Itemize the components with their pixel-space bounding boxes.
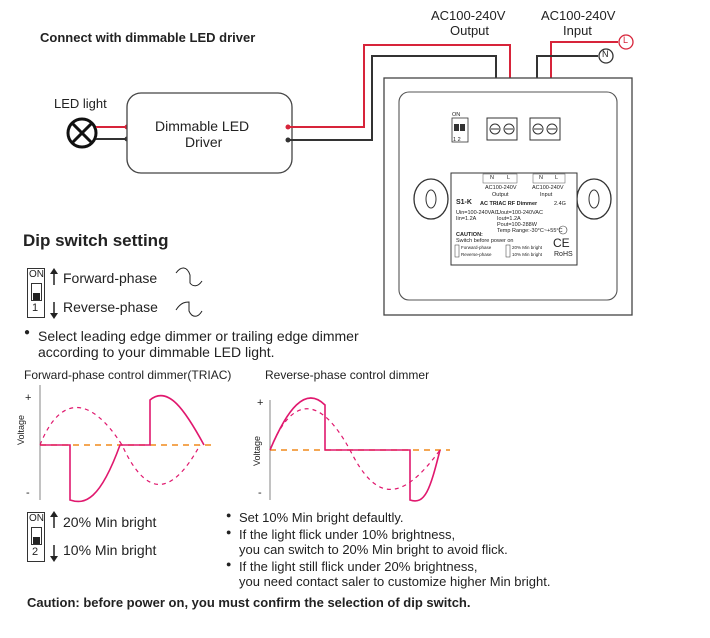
note-line-1: Select leading edge dimmer or trailing e… (38, 328, 359, 344)
right-chart-ylabel: Voltage (252, 435, 262, 466)
left-wave-solid (40, 394, 205, 503)
reverse-phase-label: Reverse-phase (63, 299, 158, 315)
led-light-icon (66, 117, 98, 149)
arrow-icons (50, 268, 58, 562)
left-chart-title: Forward-phase control dimmer(TRIAC) (24, 368, 232, 382)
page-title: Connect with dimmable LED driver (40, 30, 256, 45)
right-chart-plus: + (257, 397, 264, 409)
forward-phase-label: Forward-phase (63, 270, 158, 286)
device-dip-nums: 1 2 (453, 137, 461, 143)
dip-switch-1-num: 1 (32, 302, 39, 314)
right-sine-dashed (269, 408, 441, 490)
device-row2b: 10% Min bright (512, 252, 543, 257)
dip-section-title: Dip switch setting (23, 231, 169, 250)
device-model: S1-K (456, 199, 472, 206)
dip-switch-1-icon: ON 1 (27, 268, 45, 318)
note-bullet-icon: ● (24, 327, 31, 338)
footer-caution: Caution: before power on, you must confi… (27, 595, 471, 610)
bright-note-2b: you can switch to 20% Min bright to avoi… (239, 542, 508, 557)
bright-10-label: 10% Min bright (63, 542, 157, 558)
dip-switch-2-icon: ON 2 (27, 512, 45, 562)
device-ghz: 2.4G (554, 201, 566, 207)
bullet-3-icon: ● (226, 559, 232, 569)
output-voltage-label: AC100-240V (431, 8, 506, 23)
device-out-label: Output (492, 192, 509, 198)
device-in-v: AC100-240V (532, 185, 564, 191)
dip-switch-2-on: ON (29, 513, 44, 524)
left-chart (39, 385, 214, 503)
device-row2: Reverse-phase (461, 252, 492, 257)
left-chart-ylabel: Voltage (16, 414, 26, 445)
live-terminal-icon: L (623, 35, 629, 45)
input-label: Input (563, 23, 592, 38)
neutral-terminal-icon: N (602, 49, 609, 59)
device-term-in-l: L (555, 175, 559, 181)
device-temp: Temp Range:-30°C~+55°C (497, 228, 563, 234)
dip-switch-2-num: 2 (32, 546, 39, 558)
bright-note-3b: you need contact saler to customize high… (239, 574, 551, 589)
device-uin: Uin=100-240VAC (456, 210, 499, 216)
device-caution-sub: Switch before power on (456, 238, 514, 244)
device-term-in-n: N (539, 175, 543, 181)
reverse-phase-wave-icon (175, 301, 203, 317)
device-in-label: Input (540, 192, 553, 198)
input-voltage-label: AC100-240V (541, 8, 616, 23)
bullet-2-icon: ● (226, 527, 232, 537)
device-caution: CAUTION: (456, 232, 483, 238)
device-row1b: 20% Min bright (512, 245, 543, 250)
rohs-mark: RoHS (554, 251, 573, 258)
device-iin: Iin=1.2A (456, 216, 477, 222)
forward-phase-wave-icon (175, 267, 203, 287)
bright-note-2a: If the light flick under 10% brightness, (239, 527, 456, 542)
right-chart-title: Reverse-phase control dimmer (265, 368, 430, 382)
device-dip-on: ON (452, 112, 461, 118)
driver-box (126, 92, 293, 174)
led-wires (96, 124, 130, 142)
ce-mark-icon: CE (553, 236, 570, 250)
dip-switch-1-on: ON (29, 269, 44, 280)
dimmer-device (383, 77, 633, 316)
bright-20-label: 20% Min bright (63, 514, 157, 530)
device-desc: AC TRIAC RF Dimmer (480, 201, 538, 207)
device-term-out-n: N (490, 175, 494, 181)
right-chart (269, 397, 450, 502)
bullet-1-icon: ● (226, 510, 232, 520)
led-light-label: LED light (54, 96, 107, 111)
driver-label-line1: Dimmable LED (155, 118, 250, 134)
note-line-2: according to your dimmable LED light. (38, 344, 275, 360)
bright-note-1: Set 10% Min bright defaultly. (239, 510, 404, 525)
left-chart-minus: - (26, 487, 30, 499)
right-chart-minus: - (258, 487, 262, 499)
output-label: Output (450, 23, 490, 38)
device-iout: Iout=1.2A (497, 216, 521, 222)
device-uout: Uout=100-240VAC (497, 210, 543, 216)
device-row1: Forward-phase (461, 245, 492, 250)
device-out-v: AC100-240V (485, 185, 517, 191)
driver-label-line2: Driver (185, 134, 223, 150)
device-term-out-l: L (507, 175, 511, 181)
right-wave-solid (269, 397, 441, 502)
bright-note-3a: If the light still flick under 20% brigh… (239, 559, 478, 574)
left-chart-plus: + (25, 392, 32, 404)
device-pout: Pout=100-288W (497, 222, 537, 228)
